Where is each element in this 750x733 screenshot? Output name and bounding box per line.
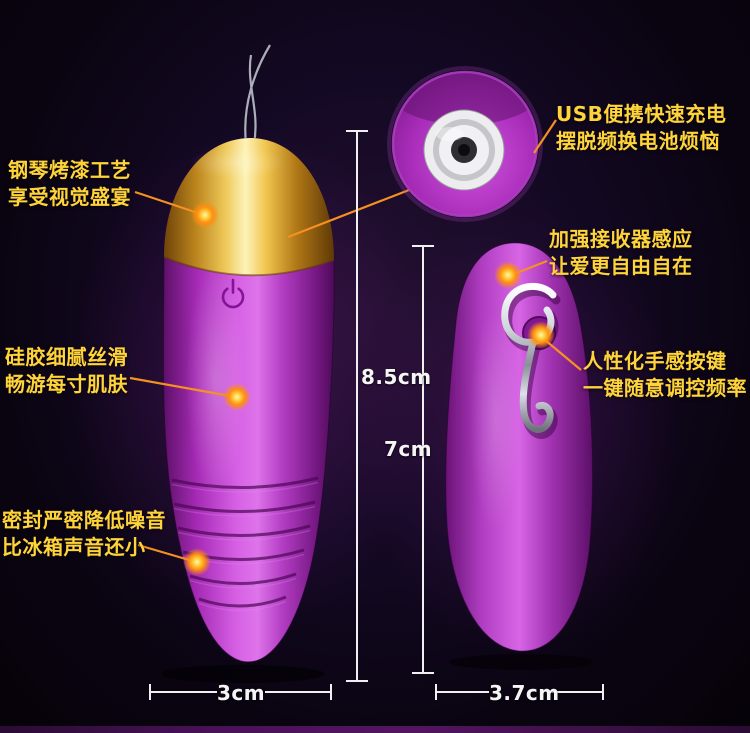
callout-silicone: 硅胶细腻丝滑 畅游每寸肌肤	[5, 344, 128, 398]
callout-text: 钢琴烤漆工艺	[8, 158, 131, 182]
callout-text: 硅胶细腻丝滑	[5, 345, 128, 369]
marker-dot	[494, 261, 522, 289]
callout-usb-charging: USB便携快速充电 摆脱频换电池烦恼	[556, 101, 726, 155]
charging-port	[423, 109, 505, 191]
marker-dot	[191, 201, 219, 229]
marker-dot	[223, 383, 251, 411]
egg-height-label: 8.5cm	[361, 365, 432, 389]
callout-text: 人性化手感按键	[583, 349, 727, 373]
egg-shadow	[161, 665, 325, 683]
marker-dot	[527, 321, 555, 349]
remote-device	[445, 242, 594, 652]
callout-low-noise: 密封严密降低噪音 比冰箱声音还小	[2, 507, 166, 561]
callout-text: 密封严密降低噪音	[2, 508, 166, 532]
body-highlight	[185, 265, 245, 495]
callout-text: 让爱更自由自在	[549, 254, 693, 278]
egg-width-label: 3cm	[216, 681, 266, 705]
remote-width-label: 3.7cm	[489, 681, 560, 705]
remote-shadow	[449, 654, 593, 670]
dimension-lines	[149, 130, 604, 700]
remote-highlight	[469, 310, 521, 530]
cap-highlight	[190, 147, 286, 179]
remote-height-label: 7cm	[384, 437, 433, 461]
callout-text: 一键随意调控频率	[583, 376, 747, 400]
power-icon	[221, 278, 245, 309]
callout-text: 畅游每寸肌肤	[5, 372, 128, 396]
marker-dots	[183, 201, 555, 576]
marker-dot	[183, 548, 211, 576]
callout-text: USB便携快速充电	[556, 102, 727, 126]
cap-edge	[163, 256, 335, 277]
inset-ring	[391, 70, 539, 218]
bottom-border-strip	[0, 726, 750, 733]
inset-connector-line	[287, 188, 410, 239]
callout-text: 比冰箱声音还小	[2, 535, 146, 559]
zoom-inset	[387, 66, 543, 222]
callout-button-control: 人性化手感按键 一键随意调控频率	[583, 348, 747, 402]
callout-receiver: 加强接收器感应 让爱更自由自在	[549, 226, 693, 280]
callout-text: 摆脱频换电池烦恼	[556, 129, 720, 153]
antenna-wires	[244, 44, 271, 145]
callout-piano-paint: 钢琴烤漆工艺 享受视觉盛宴	[8, 157, 131, 211]
callout-text: 享受视觉盛宴	[8, 185, 131, 209]
callout-text: 加强接收器感应	[549, 227, 693, 251]
